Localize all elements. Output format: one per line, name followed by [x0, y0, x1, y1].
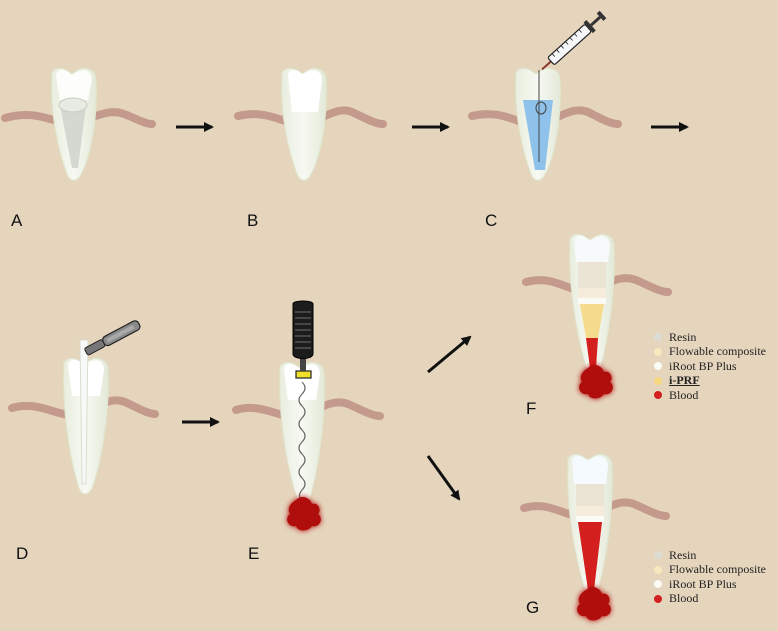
blood-clot-e: [287, 497, 321, 531]
legend-label: iRoot BP Plus: [669, 576, 737, 591]
tooth-a-access-cavity: [58, 97, 88, 113]
tooth-b-crown: [288, 69, 322, 112]
tooth-f-flowable-composite: [578, 288, 606, 298]
tooth-c: [468, 10, 622, 181]
tooth-c-needle-swirl: [535, 101, 547, 115]
legend-swatch: [654, 594, 662, 603]
tooth-d-file-shaft: [79, 339, 89, 485]
tooth-f-iprf: [580, 304, 604, 338]
panel-label-g: G: [526, 598, 540, 617]
tooth-f-iroot: [578, 298, 606, 304]
tooth-g-flowable-composite: [576, 506, 604, 516]
legend-f-item: iRoot BP Plus: [654, 359, 766, 374]
blood-clot-f: [579, 365, 613, 399]
gum-line-c: [468, 106, 622, 129]
tooth-b: [234, 67, 387, 181]
legend-label: iRoot BP Plus: [669, 358, 737, 373]
legend-f-item: Blood: [654, 388, 766, 403]
legend-label: Resin: [669, 547, 697, 562]
gum-line-a: [1, 108, 156, 128]
file-stopper: [295, 370, 312, 379]
legend-g-item: Resin: [654, 548, 766, 563]
tooth-d: [8, 320, 159, 495]
legend-swatch: [654, 565, 662, 574]
syringe-icon: [541, 10, 607, 71]
legend-label: Resin: [669, 329, 697, 344]
legend-f-item: Resin: [654, 330, 766, 345]
legend-g-item: Blood: [654, 591, 766, 607]
tooth-g-blood-column: [578, 522, 602, 590]
panel-label-c: C: [485, 211, 498, 230]
tooth-f: [522, 233, 672, 399]
arrow-e-to-g: [426, 455, 461, 501]
file-neck: [300, 355, 306, 371]
blood-clot-g: [577, 587, 611, 621]
tooth-f-blood-column: [586, 338, 598, 368]
legend-g: Resin Flowable composite iRoot BP Plus B…: [654, 548, 766, 606]
tooth-a-crown: [56, 69, 92, 100]
endodontic-file-icon: [292, 300, 314, 359]
legend-g-item: iRoot BP Plus: [654, 577, 766, 592]
tooth-a: [1, 67, 156, 181]
panel-label-e: E: [248, 544, 260, 563]
legend-swatch: [654, 391, 662, 400]
legend-f-item: Flowable composite: [654, 344, 766, 360]
legend-swatch: [654, 376, 662, 385]
tooth-c-irrigant: [523, 100, 553, 170]
legend-label: Blood: [669, 387, 699, 402]
tooth-g: [520, 453, 670, 621]
tooth-g-resin: [576, 484, 604, 506]
tooth-a-canal: [60, 106, 86, 168]
legend-swatch: [654, 580, 662, 589]
gum-line-b: [234, 106, 387, 129]
tooth-g-iroot: [576, 516, 604, 522]
legend-g-item: Flowable composite: [654, 562, 766, 578]
panel-label-d: D: [16, 544, 29, 563]
panel-label-b: B: [247, 211, 259, 230]
legend-swatch: [654, 362, 662, 371]
legend-label: i-PRF: [669, 373, 700, 388]
legend-label: Flowable composite: [669, 344, 766, 359]
arrow-e-to-f: [427, 335, 472, 374]
tooth-f-resin: [578, 262, 606, 288]
tooth-f-crown: [574, 235, 610, 262]
panel-label-f: F: [526, 399, 537, 418]
handpiece-icon: [84, 320, 141, 356]
legend-swatch: [654, 551, 662, 560]
tooth-e-file-spiral: [298, 381, 306, 509]
legend-swatch: [654, 347, 662, 356]
tooth-e: [232, 300, 384, 531]
legend-label: Blood: [669, 591, 699, 606]
panel-label-a: A: [11, 211, 23, 230]
legend-f: Resin Flowable composite iRoot BP Plus i…: [654, 330, 766, 403]
legend-f-item: i-PRF: [654, 373, 766, 389]
tooth-g-crown: [572, 455, 608, 484]
legend-label: Flowable composite: [669, 562, 766, 577]
legend-swatch: [654, 333, 662, 342]
